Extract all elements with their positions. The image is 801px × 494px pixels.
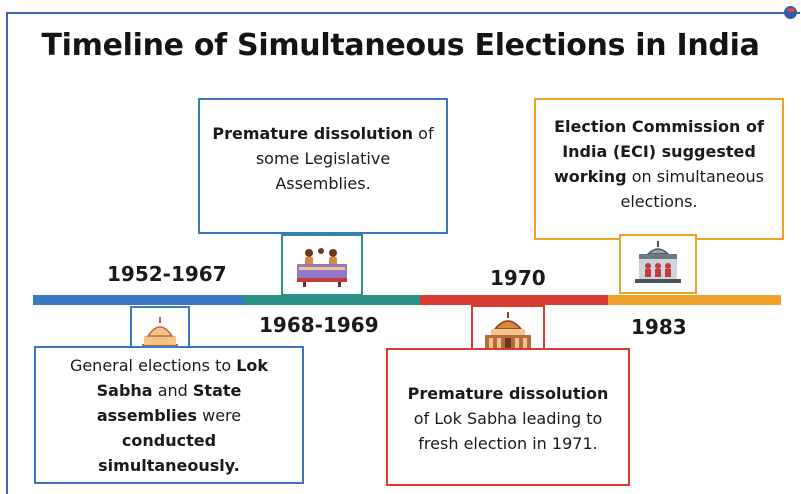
event-text-1952: General elections to Lok Sabha and State… <box>69 355 269 475</box>
year-label-1970: 1970 <box>490 266 546 290</box>
event-text-1970: Premature dissolution of Lok Sabha leadi… <box>407 383 609 453</box>
timeline-segment-1983 <box>608 295 781 305</box>
assembly-session-icon <box>297 248 347 287</box>
event-icon-frame-1968 <box>281 234 363 296</box>
event-description-1983: Election Commission of India (ECI) sugge… <box>534 98 784 240</box>
year-label-1983: 1983 <box>631 315 687 339</box>
event-text-1968: Premature dissolution of some Legislativ… <box>212 123 434 193</box>
event-text-1983: Election Commission of India (ECI) sugge… <box>553 117 765 211</box>
event-icon-frame-1983 <box>619 234 697 294</box>
timeline-segment-1970 <box>420 295 608 305</box>
timeline-segment-1952 <box>33 295 244 305</box>
event-description-1968: Premature dissolution of some Legislativ… <box>198 98 448 234</box>
year-label-1952-1967: 1952-1967 <box>107 262 227 286</box>
page-title: Timeline of Simultaneous Elections in In… <box>41 28 760 63</box>
logo-icon <box>784 6 797 19</box>
year-label-1968-1969: 1968-1969 <box>259 313 379 337</box>
election-commission-icon <box>635 241 681 283</box>
event-description-1970: Premature dissolution of Lok Sabha leadi… <box>386 348 630 486</box>
event-description-1952: General elections to Lok Sabha and State… <box>34 346 304 484</box>
page-frame <box>6 12 800 494</box>
timeline-segment-1968 <box>244 295 420 305</box>
